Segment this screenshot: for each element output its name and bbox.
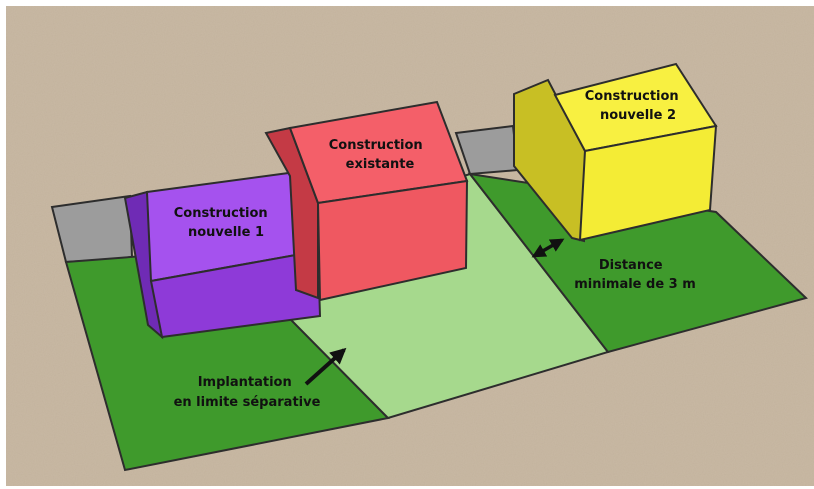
arrow-distance xyxy=(531,238,565,258)
label-nouvelle-1-line2: nouvelle 1 xyxy=(188,225,264,240)
label-implantation-line1: Implantation xyxy=(198,375,292,390)
neighbor-strip-left xyxy=(50,194,134,264)
building-construction-existante xyxy=(264,100,469,302)
label-implantation: Implantation en limite séparative xyxy=(174,375,321,410)
building-construction-nouvelle-1 xyxy=(123,170,322,340)
label-construction-existante: Construction existante xyxy=(329,138,427,172)
label-distance-line1: Distance xyxy=(599,258,663,273)
label-distance: Distance minimale de 3 m xyxy=(574,258,696,292)
label-existante-line2: existante xyxy=(346,157,415,172)
label-existante-line1: Construction xyxy=(329,138,423,153)
building-construction-nouvelle-2 xyxy=(513,62,718,243)
arrow-implantation xyxy=(304,347,347,386)
label-implantation-line2: en limite séparative xyxy=(174,395,321,410)
label-nouvelle-2-line1: Construction xyxy=(585,89,679,104)
label-nouvelle-1-line1: Construction xyxy=(174,206,268,221)
label-construction-nouvelle-2: Construction nouvelle 2 xyxy=(585,89,683,123)
label-distance-line2: minimale de 3 m xyxy=(574,277,696,292)
label-nouvelle-2-line2: nouvelle 2 xyxy=(600,108,676,123)
label-construction-nouvelle-1: Construction nouvelle 1 xyxy=(174,206,272,240)
